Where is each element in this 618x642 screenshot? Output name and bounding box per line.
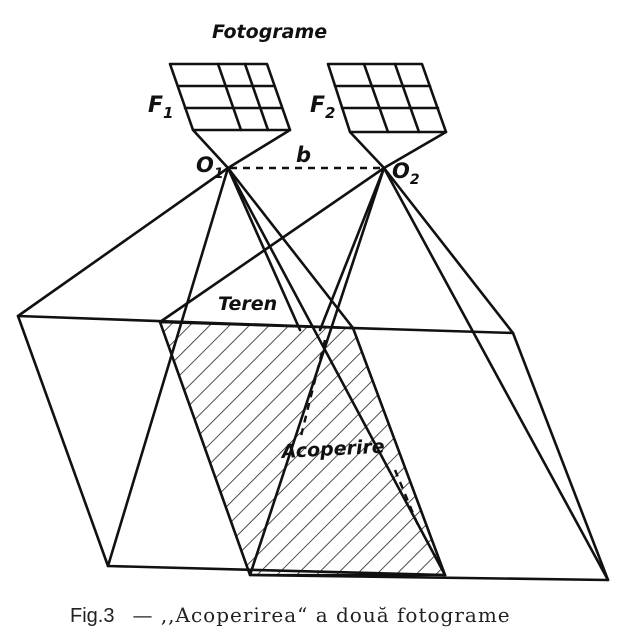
hidden-line-1 <box>298 339 327 441</box>
footprint-f2 <box>158 320 610 582</box>
label-o2: O2 <box>392 159 420 188</box>
label-teren: Teren <box>218 293 277 315</box>
label-o1: O1 <box>196 153 224 182</box>
label-fotograme: Fotograme <box>212 21 327 43</box>
rays-o1 <box>16 166 447 577</box>
label-base: b <box>296 143 311 167</box>
label-f1: F1 <box>148 93 173 122</box>
hidden-line-2 <box>393 469 422 531</box>
photogram-f2 <box>326 62 448 170</box>
label-acoperire: Acoperire <box>279 436 385 463</box>
rays-o2 <box>158 166 610 582</box>
label-f2: F2 <box>310 93 335 122</box>
photogram-f1 <box>168 62 292 170</box>
caption: Fig.3— ,,Acoperirea“ a două fotograme <box>70 603 511 627</box>
